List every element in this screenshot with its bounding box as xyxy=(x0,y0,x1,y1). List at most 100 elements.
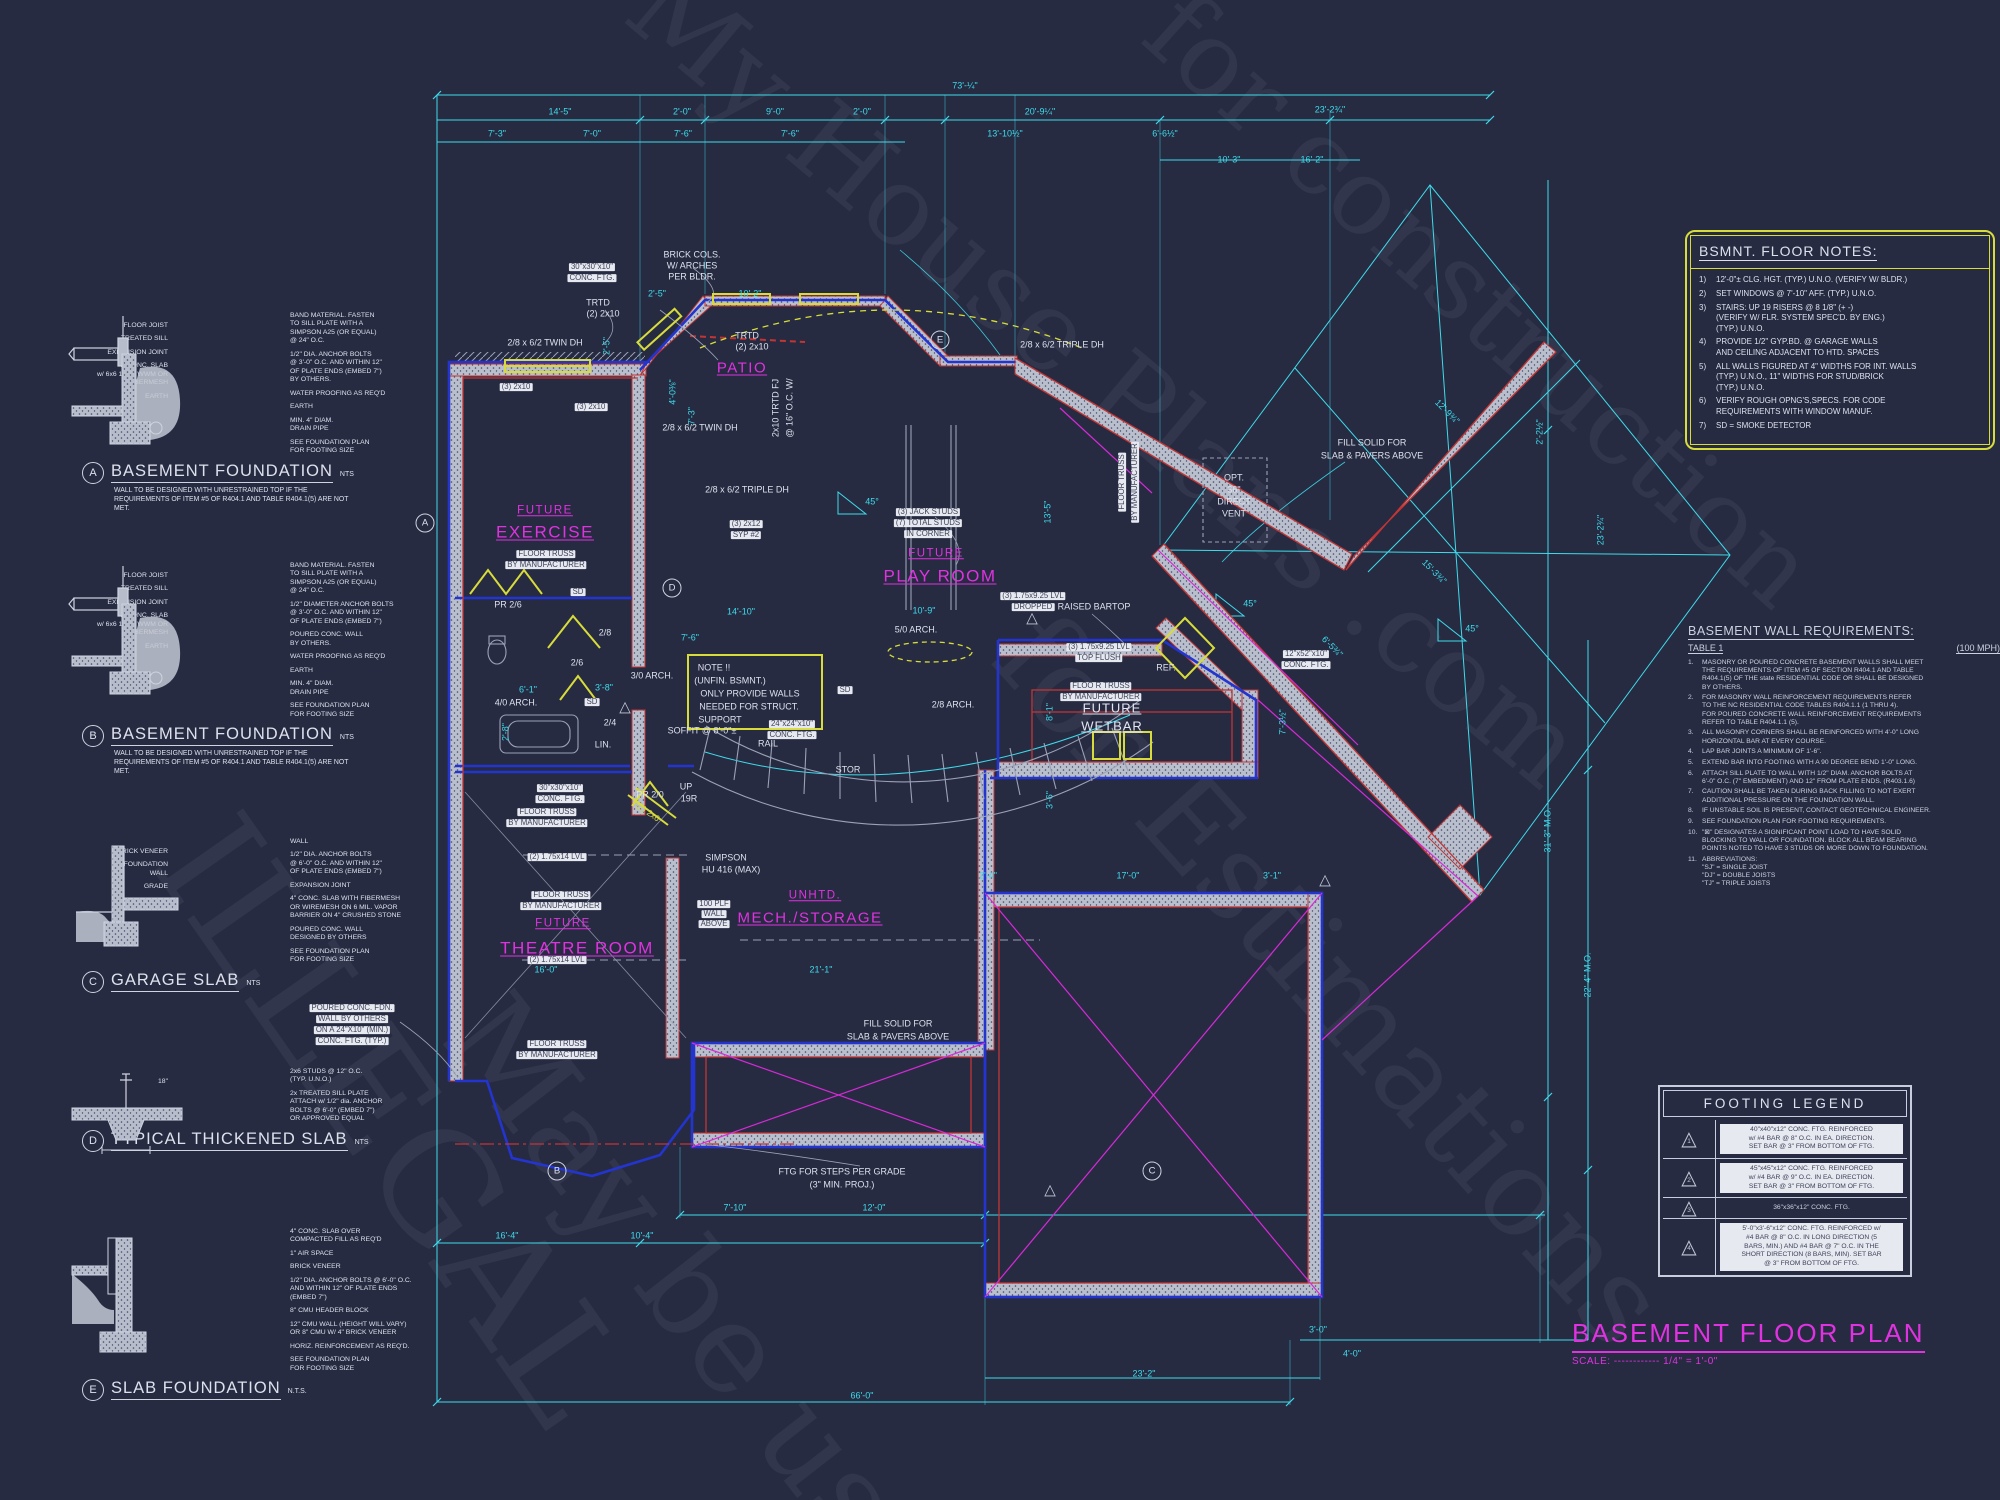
plan-label: CONC. FTG. xyxy=(767,730,817,740)
plan-label: TRTD xyxy=(735,330,759,341)
footing-legend: FOOTING LEGEND △ 1 40"x40"x12" CONC. FTG… xyxy=(1658,1085,1912,1277)
plan-label: FLOOR TRUSS xyxy=(531,890,591,900)
plan-label: E xyxy=(930,330,950,350)
plan-label: 23'-2¾" xyxy=(1595,514,1606,546)
callout: 1" AIR SPACE xyxy=(290,1249,334,1257)
note-item: 2)SET WINDOWS @ 7'-10" AFF. (TYP.) U.N.O… xyxy=(1699,288,1877,298)
reqs-list: 1.MASONRY OR POURED CONCRETE BASEMENT WA… xyxy=(1688,659,2000,888)
plan-label: BY MANUFACTURER xyxy=(1060,692,1142,702)
plan-label: △ xyxy=(619,698,631,716)
callout: SEE FOUNDATION PLAN FOR FOOTING SIZE xyxy=(290,702,370,718)
reqs-title: BASEMENT WALL REQUIREMENTS: xyxy=(1688,624,1915,640)
plan-label: 19R xyxy=(680,793,698,804)
plan-label: 45° xyxy=(1243,598,1257,609)
plan-label: SOFFIT @ 8'-0"± xyxy=(667,725,737,736)
callout: SEE FOUNDATION PLAN FOR FOOTING SIZE xyxy=(290,947,370,964)
plan-label: TOP FLUSH xyxy=(1075,653,1123,663)
plan-label: FILL SOLID FOR xyxy=(1337,437,1407,448)
note-item: 7)SD = SMOKE DETECTOR xyxy=(1699,420,1812,430)
callout: BRICK VENEER xyxy=(117,848,168,855)
plan-label: 23'-2" xyxy=(1132,1368,1156,1379)
plan-label: 45° xyxy=(1465,623,1479,634)
plan-label: (2) 1.75x14 LVL xyxy=(527,955,587,965)
plan-label: STOR xyxy=(835,764,861,775)
plan-label: BY MANUFACTURER xyxy=(516,1050,598,1060)
plan-label: ABOVE xyxy=(698,919,730,929)
plan-label: OPT. xyxy=(1223,472,1245,483)
plan-label: BY MANUFACTURER xyxy=(505,560,587,570)
plan-label: 7'-6" xyxy=(781,128,799,139)
detail-note: WALL TO BE DESIGNED WITH UNRESTRAINED TO… xyxy=(114,486,349,512)
bsmnt-floor-notes-box: BSMNT. FLOOR NOTES: 1)12'-0"± CLG. HGT. … xyxy=(1685,230,1995,450)
plan-label: 2/8 x 6/2 TRIPLE DH xyxy=(705,484,789,495)
plan-label: 12'-9¾" xyxy=(1433,397,1462,426)
detail-title: TYPICAL THICKENED SLAB xyxy=(111,1130,348,1151)
plan-label: SUPPORT xyxy=(698,714,742,725)
plan-label: UNHTD. xyxy=(788,889,842,902)
plan-label: BRICK COLS. xyxy=(663,249,721,260)
watermark-text: May be used xyxy=(414,968,1026,1500)
plan-label: D xyxy=(662,578,682,598)
detail-letter: C xyxy=(82,970,104,993)
divider xyxy=(1691,268,1989,269)
plan-label: PER BLDR. xyxy=(668,271,716,282)
req-item: 2.FOR MASONRY WALL REINFORCEMENT REQUIRE… xyxy=(1688,694,1922,726)
plan-label: 3'-1" xyxy=(1263,870,1281,881)
plan-label: 2/8 x 6/2 TWIN DH xyxy=(507,337,583,348)
plan-label: FLOO R TRUSS xyxy=(1070,681,1132,691)
callout: GRADE xyxy=(143,883,168,891)
detail-letter: E xyxy=(82,1379,104,1402)
notes-list: 1)12'-0"± CLG. HGT. (TYP.) U.N.O. (VERIF… xyxy=(1699,275,1981,431)
callout: EARTH xyxy=(290,666,313,674)
detail-slab-foundation-e: 4" CONC. SLAB OVER COMPACTED FILL AS REQ… xyxy=(66,1226,418,1402)
plan-label: 21'-1" xyxy=(809,964,833,975)
plan-label: 14'-5" xyxy=(548,106,572,117)
callout: 4" CONC. SLAB w/ 6x6 10/10 WWM OR FIBERM… xyxy=(96,362,168,387)
triangle-icon: △ xyxy=(1681,1128,1697,1151)
detail-letter: D xyxy=(82,1129,104,1152)
plan-label: 2/4 xyxy=(603,717,617,728)
req-item: 10."⊠" DESIGNATES A SIGNIFICANT POINT LO… xyxy=(1688,828,1928,852)
plan-label: 14'-10" xyxy=(727,606,755,617)
basement-wall-requirements: BASEMENT WALL REQUIREMENTS: TABLE 1 (100… xyxy=(1688,622,2000,891)
detail-title: BASEMENT FOUNDATION xyxy=(111,725,333,747)
plan-label: HU 416 (MAX) xyxy=(701,864,761,875)
plan-label: SLAB & PAVERS ABOVE xyxy=(1320,450,1424,461)
footing-symbol: △ 3 xyxy=(1663,1198,1716,1219)
plan-label: 10'-3" xyxy=(1217,154,1241,165)
plan-label: 2'-5" xyxy=(601,337,612,355)
callout: SEE FOUNDATION PLAN FOR FOOTING SIZE xyxy=(290,1356,370,1372)
plan-label: 24"x24"x10" xyxy=(768,719,816,729)
plan-label: 100 PLF xyxy=(697,899,731,909)
plan-label: 4/0 ARCH. xyxy=(494,697,538,708)
plan-label: (UNFIN. BSMNT.) xyxy=(694,675,766,686)
plan-label: WALL BY OTHERS xyxy=(316,1014,388,1024)
callout: EARTH xyxy=(145,392,168,400)
detail-scale: NTS xyxy=(246,979,261,987)
plan-label: LIN. xyxy=(594,739,612,750)
plan-label: 5/0 ARCH. xyxy=(894,624,938,635)
detail-thickened-slab-d: 18" 2x6 STUDS @ 12" O.C. (TYP. U.N.O.)2x… xyxy=(66,1066,418,1154)
plan-label: 6'-6½" xyxy=(1152,128,1178,139)
callout: TREATED SILL xyxy=(120,335,168,343)
callout: 2x TREATED SILL PLATE ATTACH w/ 1/2" dia… xyxy=(290,1089,383,1123)
plan-label: 2 xyxy=(1030,616,1034,624)
plan-label: (2) 2x6 xyxy=(634,800,662,824)
plan-label: CONC. FTG. xyxy=(535,794,585,804)
plan-label: 30"x30"x10" xyxy=(568,262,616,272)
triangle-icon: △ xyxy=(1681,1235,1697,1258)
plan-label: 7'-3½" xyxy=(1277,709,1288,735)
req-item: 6.ATTACH SILL PLATE TO WALL WITH 1/2" DI… xyxy=(1688,769,1916,785)
plan-label: 2'-8" xyxy=(500,723,511,741)
callout: FLOOR JOIST xyxy=(123,322,168,329)
plan-label: 1 xyxy=(1323,878,1327,886)
plan-label: FUTURE xyxy=(908,547,964,560)
plan-label: SD xyxy=(570,587,586,597)
detail-scale: N.T.S. xyxy=(287,1388,307,1396)
plan-label: 12'-0" xyxy=(862,1202,886,1213)
plan-label: PATIO xyxy=(716,359,768,377)
plan-label: 7'-3" xyxy=(488,128,506,139)
